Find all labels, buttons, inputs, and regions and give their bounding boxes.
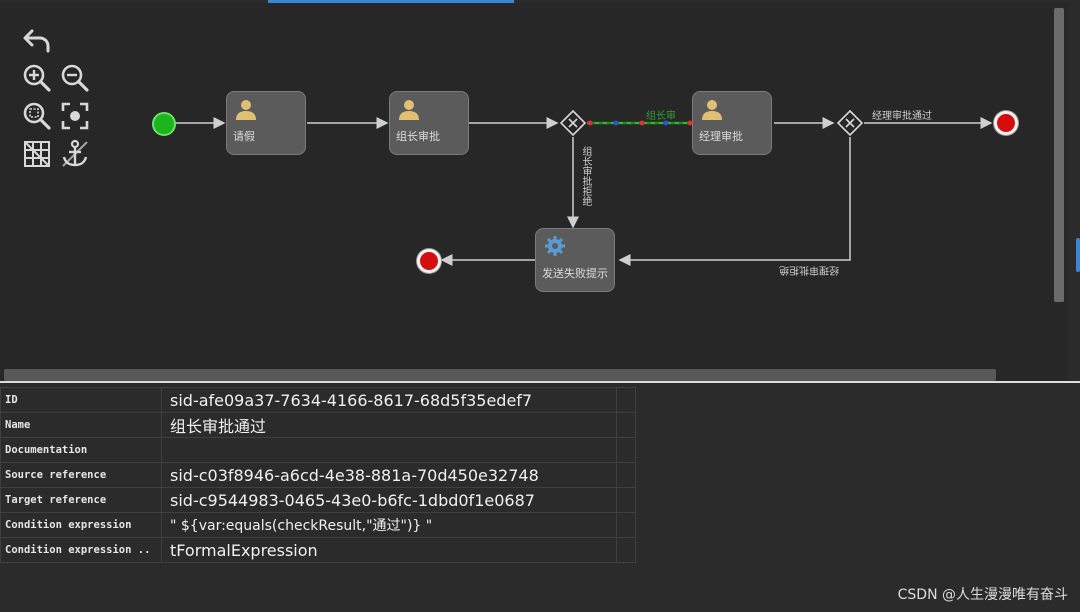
property-extra-cell [616,462,636,488]
property-name: Name [0,412,162,438]
task-label: 经理审批 [699,130,743,143]
property-extra-cell [616,412,636,438]
property-row[interactable]: Documentation [0,437,636,463]
user-icon [399,100,419,120]
zoom-actual-icon[interactable] [60,101,90,131]
side-panel-handle[interactable] [1076,238,1080,272]
zoom-in-icon[interactable] [22,63,52,93]
gear-icon [545,236,565,256]
task-send-failure[interactable]: 发送失败提示 [535,228,615,292]
property-extra-cell [616,512,636,538]
property-name: Target reference [0,487,162,513]
property-row[interactable]: Condition expression" ${var:equals(check… [0,512,636,538]
start-event[interactable] [152,112,176,136]
property-extra-cell [616,487,636,513]
user-icon [702,100,722,120]
property-value[interactable]: " ${var:equals(checkResult,"通过")} " [161,512,617,538]
task-manager-approval[interactable]: 经理审批 [692,91,772,155]
property-value[interactable]: sid-c03f8946-a6cd-4e38-881a-70d450e32748 [161,462,617,488]
property-extra-cell [616,537,636,563]
property-name: Source reference [0,462,162,488]
exclusive-gateway-leader[interactable] [560,110,586,136]
edge-label-manager-pass: 经理审批通过 [872,111,932,122]
property-value[interactable]: sid-afe09a37-7634-4166-8617-68d5f35edef7 [161,387,617,413]
property-extra-cell [616,387,636,413]
zoom-fit-icon[interactable] [22,101,52,131]
property-name: Documentation [0,437,162,463]
active-tab-indicator [268,0,514,3]
task-label: 组长审批 [396,130,440,143]
bpmn-canvas[interactable]: 请假 组长审批 经理审批 发送失败提示 组长审 组长审批拒绝 经理审批通过 经理… [0,3,1068,381]
task-leader-approval[interactable]: 组长审批 [389,91,469,155]
end-event-success[interactable] [994,111,1018,135]
watermark: CSDN @人生漫漫唯有奋斗 [897,587,1068,603]
grid-icon[interactable] [22,139,52,169]
property-name: ID [0,387,162,413]
property-extra-cell [616,437,636,463]
undo-icon[interactable] [22,25,52,55]
property-value[interactable] [161,437,617,463]
property-value[interactable]: 组长审批通过 [161,412,617,438]
vertical-scrollbar[interactable] [1054,8,1064,302]
flow-manager-reject [618,137,851,266]
edge-label-manager-reject: 经理审批拒绝 [779,264,839,275]
task-label: 请假 [233,130,255,143]
end-event-failure[interactable] [417,249,441,273]
property-value[interactable]: tFormalExpression [161,537,617,563]
horizontal-scrollbar[interactable] [4,369,996,381]
property-name: Condition expression .. [0,537,162,563]
zoom-out-icon[interactable] [60,63,90,93]
property-row[interactable]: Condition expression ..tFormalExpression [0,537,636,563]
property-name: Condition expression [0,512,162,538]
property-value[interactable]: sid-c9544983-0465-43e0-b6fc-1dbd0f1e0687 [161,487,617,513]
exclusive-gateway-manager[interactable] [837,110,863,136]
task-leave[interactable]: 请假 [226,91,306,155]
task-label: 发送失败提示 [542,267,608,280]
selected-flow-leader-pass[interactable] [587,120,693,126]
panel-divider[interactable] [0,381,1080,383]
anchor-icon[interactable] [60,139,90,169]
sequence-flows [175,117,993,266]
user-icon [236,100,256,120]
edge-label-leader-pass: 组长审 [646,111,676,122]
edge-label-leader-reject: 组长审批拒绝 [580,146,591,206]
